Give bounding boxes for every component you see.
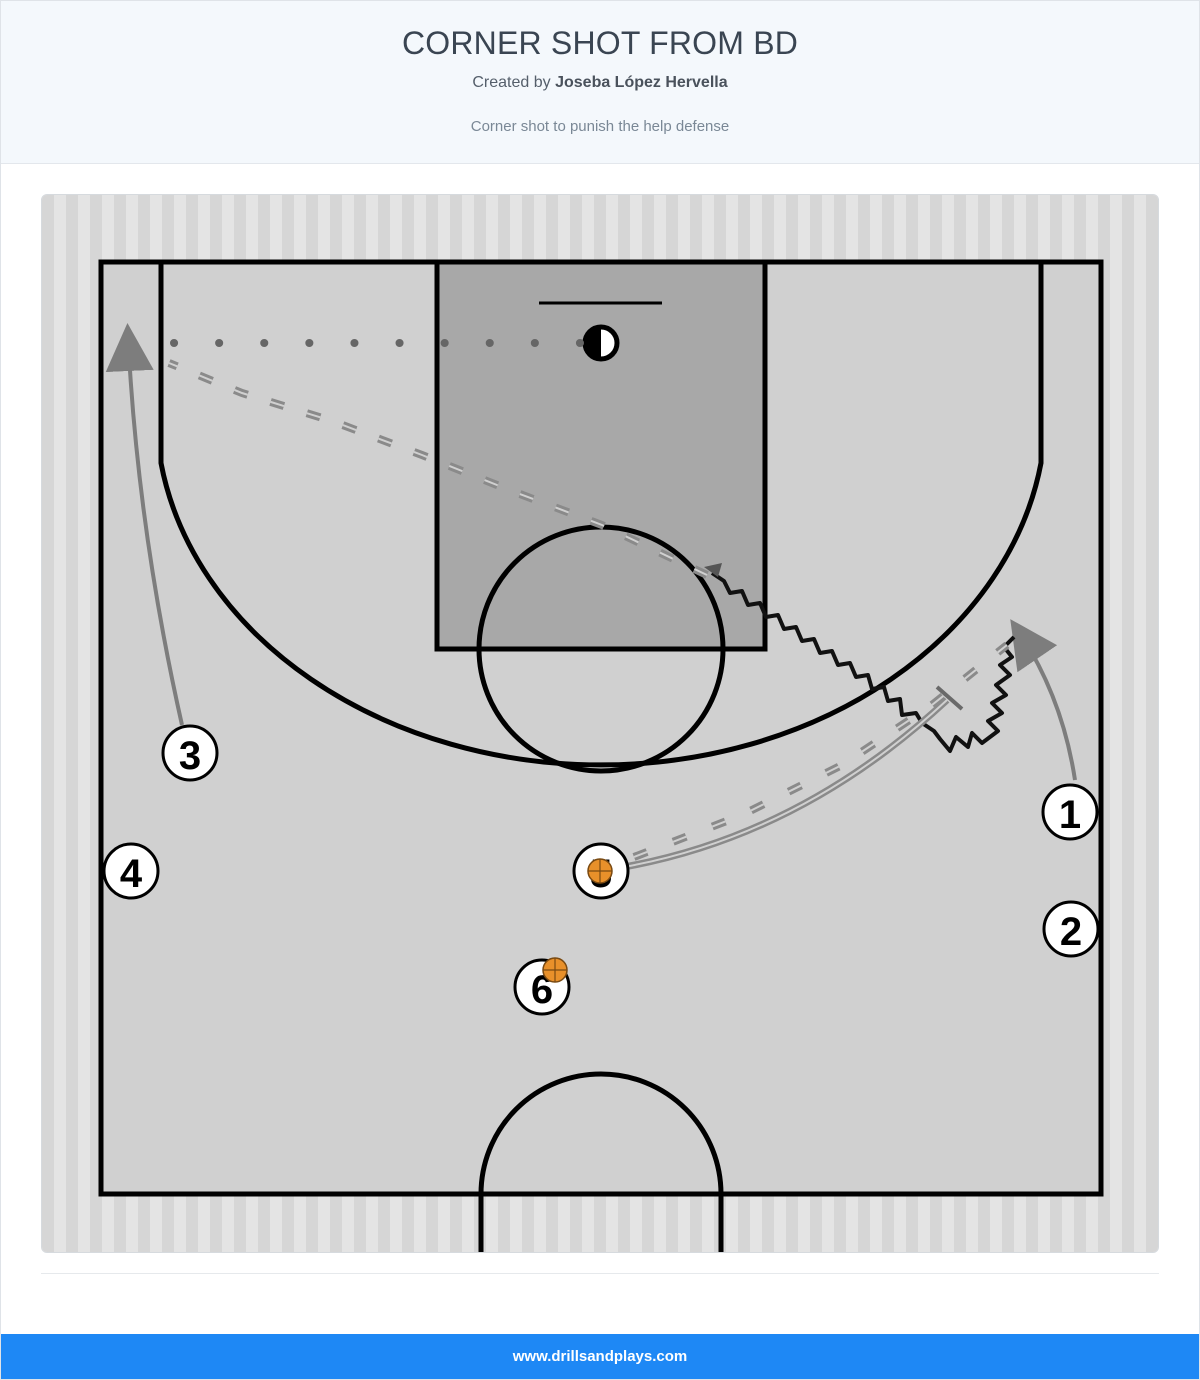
site-footer[interactable]: www.drillsandplays.com [1, 1334, 1199, 1379]
basket-half [585, 327, 601, 359]
center-circle [478, 1071, 724, 1252]
player-2: 2 [1042, 900, 1100, 958]
player-4-label: 4 [120, 852, 143, 896]
court-boundary [98, 259, 1104, 1197]
dribble-arrowhead [704, 563, 722, 577]
player-3: 3 [161, 724, 219, 782]
page-header: CORNER SHOT FROM BD Created by Joseba Ló… [1, 1, 1199, 164]
play-description: Corner shot to punish the help defense [470, 118, 730, 135]
page-title: CORNER SHOT FROM BD [401, 25, 799, 61]
three-point-line [158, 262, 1044, 768]
content-divider [41, 1273, 1159, 1274]
screen-bar [935, 685, 964, 711]
player-3-label: 3 [179, 734, 201, 778]
player-1: 1 [1041, 783, 1099, 841]
byline: Created by Joseba López Hervella [1, 74, 1199, 92]
created-by-label: Created by [472, 74, 551, 91]
hand-off-line-inner [623, 699, 948, 868]
player-2-label: 2 [1060, 910, 1082, 954]
paint-area [434, 259, 768, 652]
author-name: Joseba López Hervella [555, 74, 728, 91]
dribble-zigzag [710, 571, 1016, 753]
court-svg: 1 2 3 4 5 6 [42, 195, 1158, 1252]
player1-cut-path [1010, 619, 1077, 781]
skip-pass-line-inner [168, 362, 708, 576]
player-5: 5 [572, 842, 630, 900]
play-diagram: 1 2 3 4 5 6 [41, 194, 1159, 1253]
footer-site-link[interactable]: www.drillsandplays.com [512, 1348, 688, 1365]
player-6: 6 [513, 957, 571, 1016]
player3-cut-path [105, 323, 184, 726]
player-1-label: 1 [1059, 793, 1081, 837]
player-4: 4 [102, 842, 160, 900]
